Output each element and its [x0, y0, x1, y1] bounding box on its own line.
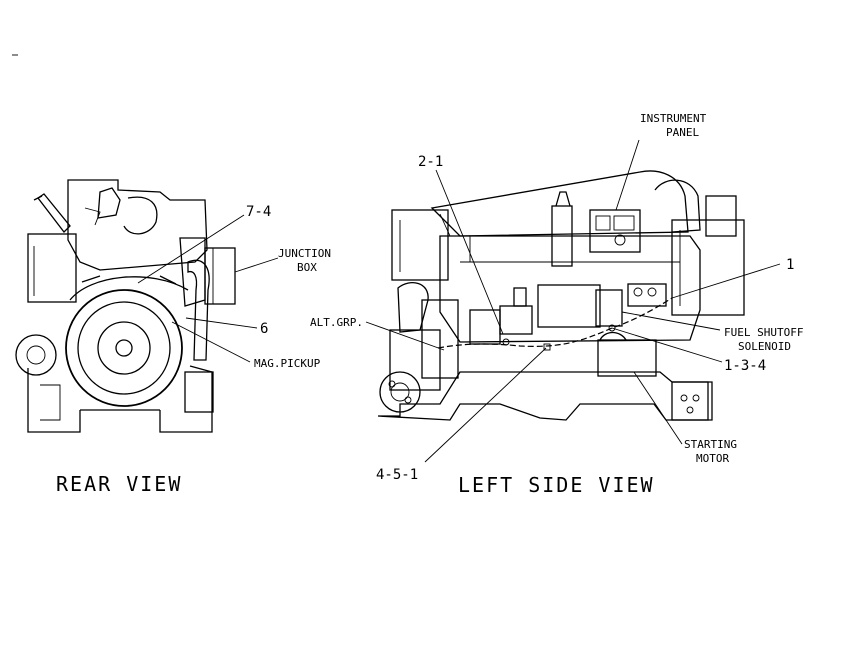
junction-box-label-line2: BOX [297, 261, 317, 274]
callout-6: 6 [260, 321, 268, 337]
junction-box-label-line1: JUNCTION [278, 247, 331, 260]
callout-7-4: 7-4 [246, 204, 271, 220]
instrument-panel-label-line2: PANEL [666, 126, 699, 139]
instrument-panel-label-line1: INSTRUMENT [640, 112, 707, 125]
alt-grp-label: ALT.GRP. [310, 316, 363, 329]
callout-1-3-4: 1-3-4 [724, 358, 766, 374]
rear-view-engine [15, 179, 236, 433]
callout-2-1: 2-1 [418, 154, 443, 170]
left-side-view-title: LEFT SIDE VIEW [458, 473, 655, 497]
fuel-shutoff-solenoid-label-line2: SOLENOID [738, 340, 791, 353]
fuel-shutoff-solenoid-label-line1: FUEL SHUTOFF [724, 326, 803, 339]
callout-4-5-1: 4-5-1 [376, 467, 418, 483]
callout-1: 1 [786, 257, 794, 273]
starting-motor-label-line2: MOTOR [696, 452, 729, 465]
left-side-view-engine [377, 170, 745, 421]
rear-view-title: REAR VIEW [56, 472, 182, 496]
starting-motor-label-line1: STARTING [684, 438, 737, 451]
mag-pickup-label: MAG.PICKUP [254, 357, 321, 370]
